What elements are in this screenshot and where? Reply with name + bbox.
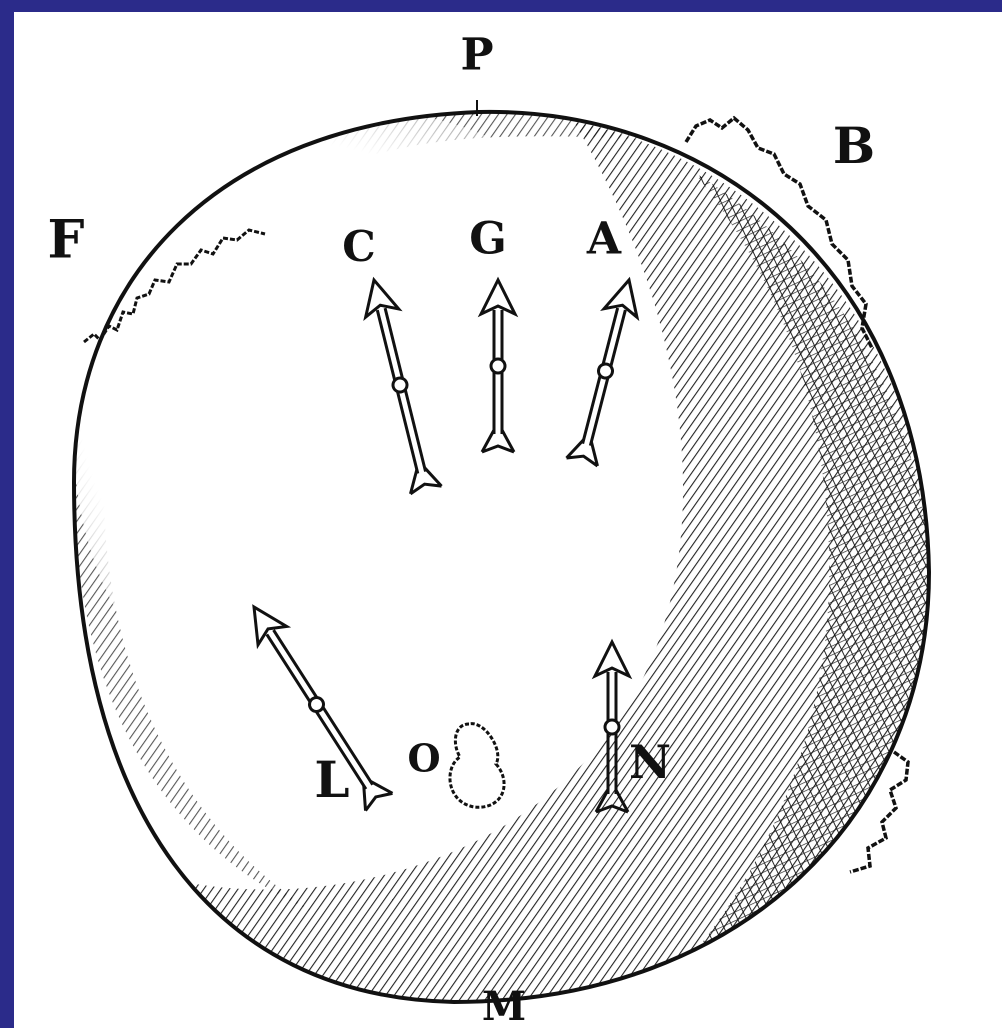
label-c: C bbox=[342, 222, 375, 271]
label-g: G bbox=[469, 214, 507, 265]
label-n: N bbox=[629, 735, 671, 789]
label-m: M bbox=[482, 983, 526, 1028]
label-l: L bbox=[314, 750, 349, 809]
label-p: P bbox=[460, 30, 493, 81]
label-f: F bbox=[48, 210, 85, 271]
label-o: O bbox=[407, 736, 440, 781]
terrella-diagram: P B F C G A L O N M bbox=[14, 12, 1002, 1028]
label-a: A bbox=[586, 214, 622, 265]
diagram-frame: P B F C G A L O N M bbox=[14, 12, 1002, 1028]
label-b: B bbox=[833, 116, 875, 175]
